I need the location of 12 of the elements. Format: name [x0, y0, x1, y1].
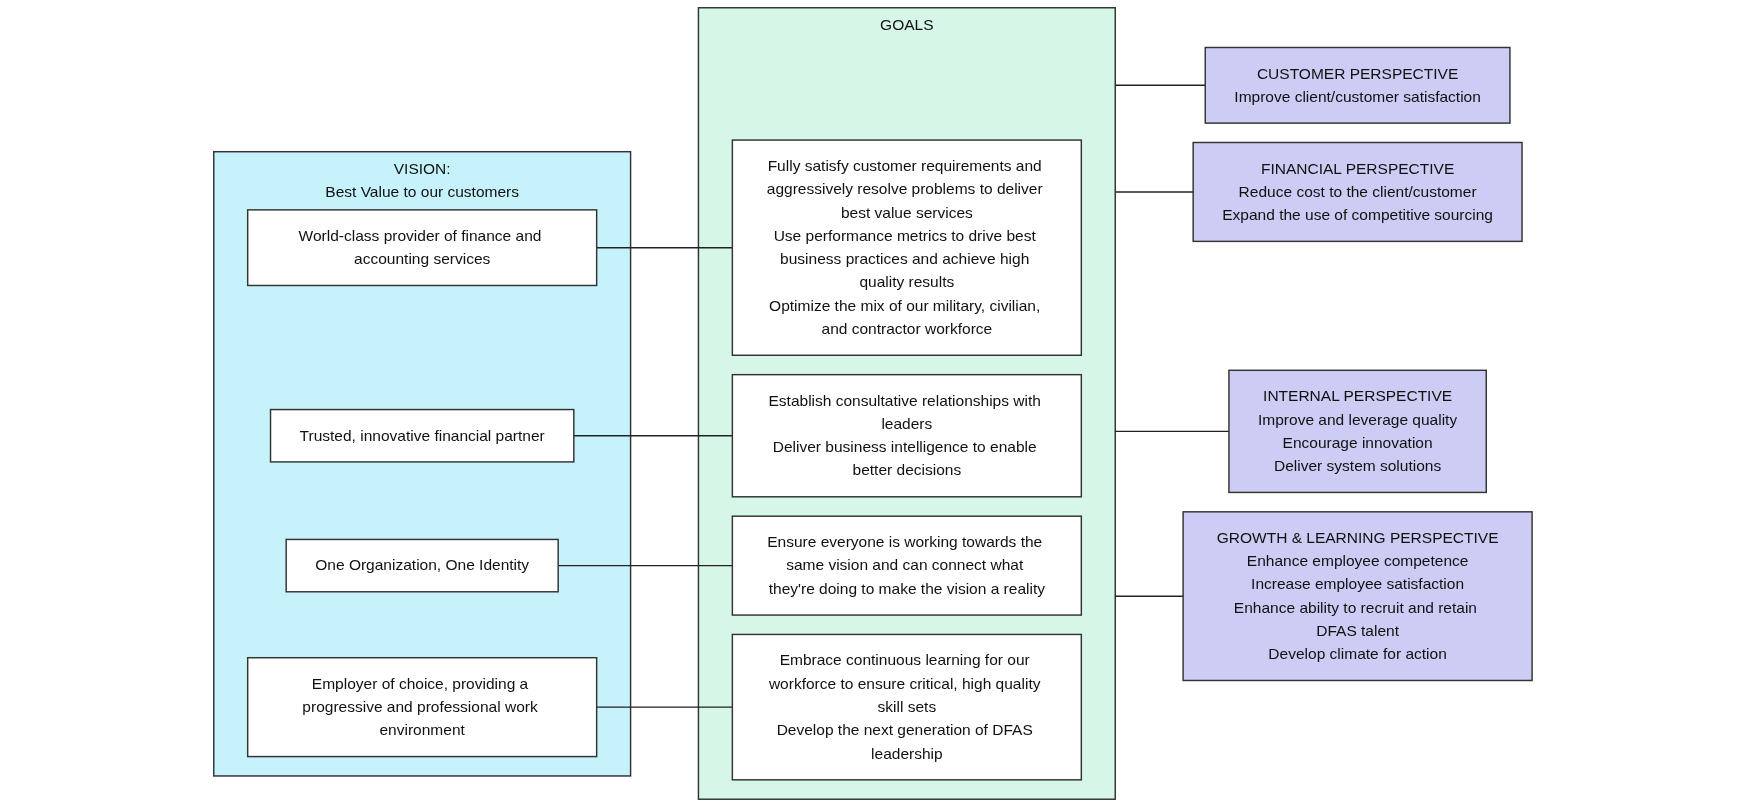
node-box: Establish consultative relationships with leaders Deliver business intelligence to enable better decisions [731, 373, 1082, 498]
node-box: FINANCIAL PERSPECTIVE Reduce cost to the client/customer Expand the use of competitive sourcing [1192, 141, 1523, 243]
node-box: Employer of choice, providing a progressive and professional work environment [246, 656, 597, 758]
node-box: Ensure everyone is working towards the same vision and can connect what they're doing to make the vision a reality [731, 515, 1082, 616]
node-box: Trusted, innovative financial partner [269, 408, 575, 463]
node-box: CUSTOMER PERSPECTIVE Improve client/customer satisfaction [1204, 46, 1511, 124]
node-box: Fully satisfy customer requirements and aggressively resolve problems to deliver best value services Use performance metrics to drive best business practices and achieve high quality results Optimize the mix of our military, civilian, and contractor workforce [731, 139, 1082, 356]
node-box: GROWTH & LEARNING PERSPECTIVE Enhance employee competence Increase employee satisfaction Enhance ability to recruit and retain DFAS talent Develop climate for action [1181, 511, 1533, 682]
node-box: Embrace continuous learning for our workforce to ensure critical, high quality skill sets Develop the next generation of DFAS leadership [731, 633, 1082, 781]
node-box: World-class provider of finance and accounting services [246, 209, 597, 287]
node-box: One Organization, One Identity [285, 538, 559, 593]
node-box: INTERNAL PERSPECTIVE Improve and leverage quality Encourage innovation Deliver system solutions [1227, 369, 1487, 494]
